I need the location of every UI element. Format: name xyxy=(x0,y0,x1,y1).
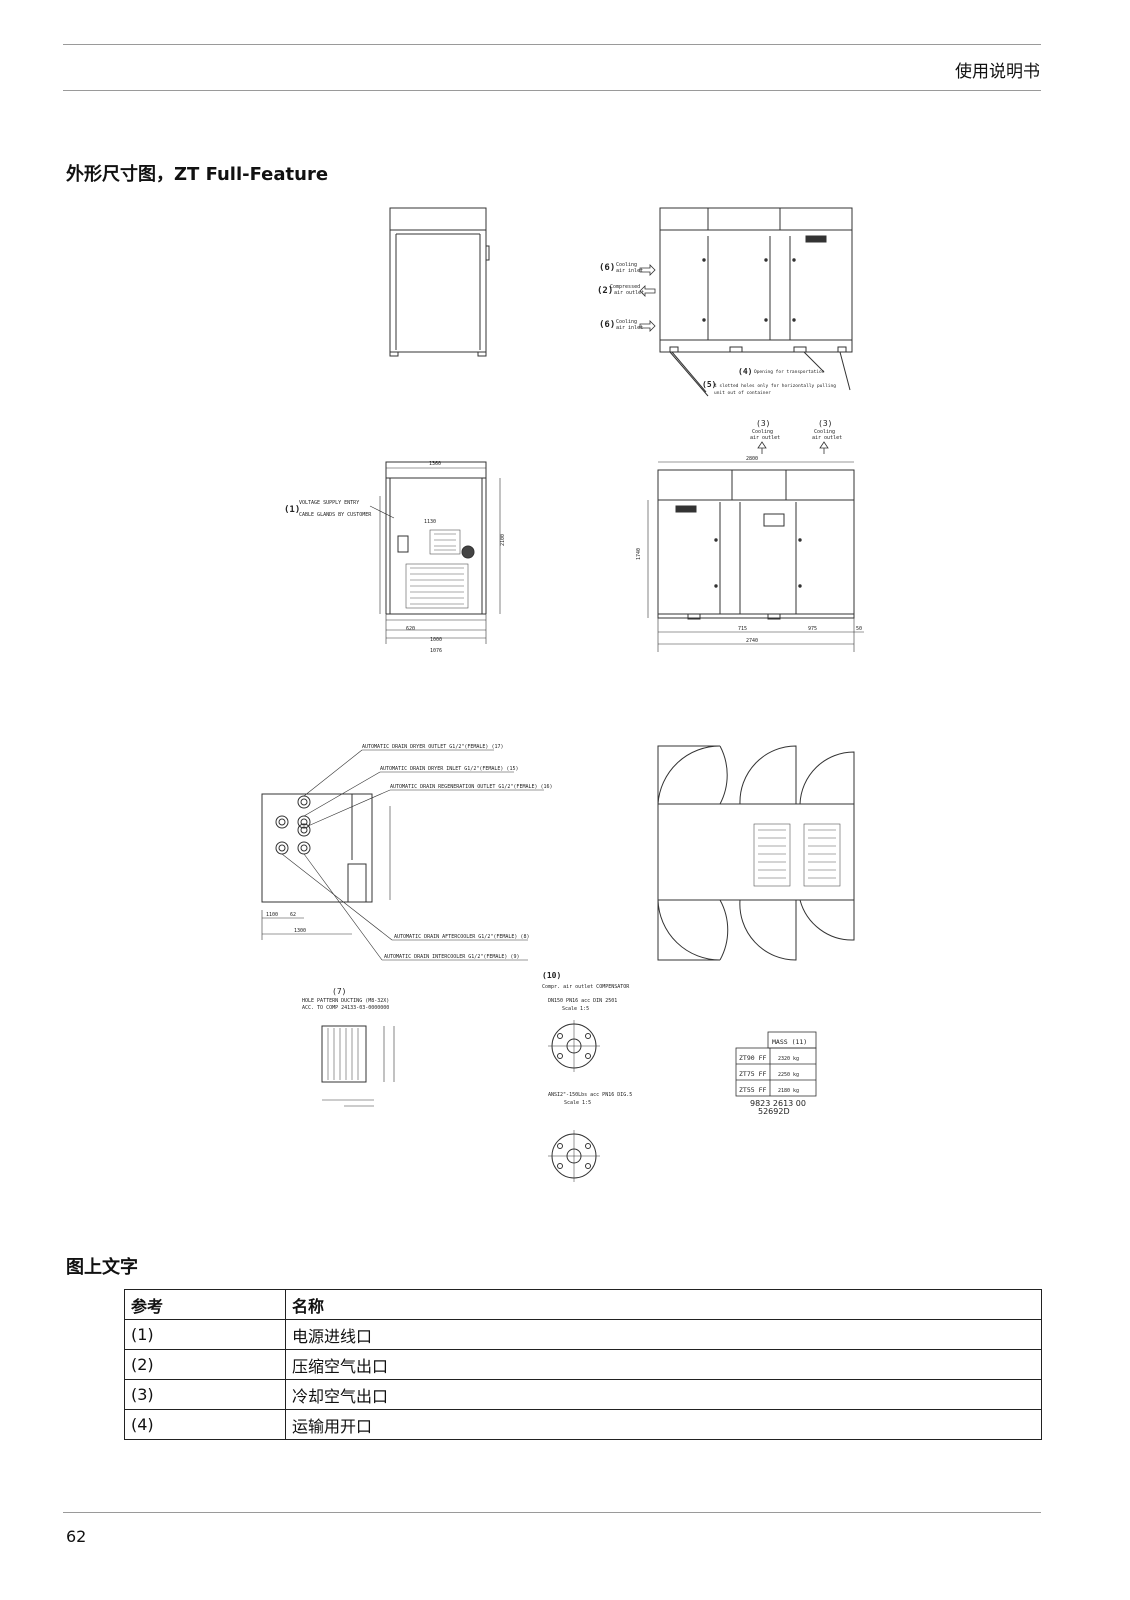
mass-value-1: 2320 kg xyxy=(778,1056,799,1062)
table-row: (3) 冷却空气出口 xyxy=(124,1379,1042,1410)
mass-header: MASS (11) xyxy=(772,1038,807,1046)
label-scale2: Scale 1:5 xyxy=(564,1100,591,1106)
drain-connections-view xyxy=(261,749,544,961)
legend-name: 电源进线口 xyxy=(285,1319,1042,1350)
ducting-hole-pattern xyxy=(321,1025,395,1107)
table-row: (2) 压缩空气出口 xyxy=(124,1349,1042,1380)
legend-ref: (3) xyxy=(124,1379,286,1410)
side-view xyxy=(389,207,490,357)
dimension-drawing: (6) Cooling air inlet (2) Compressed air… xyxy=(244,200,894,1210)
label-slotted2: unit out of container xyxy=(714,390,771,396)
label-cable: CABLE GLANDS BY CUSTOMER xyxy=(299,512,372,518)
dim-50: 50 xyxy=(856,626,862,632)
mass-model-2: ZT75 FF xyxy=(739,1070,766,1078)
label-5: (5) xyxy=(702,380,716,389)
compensator-flanges xyxy=(548,1020,600,1182)
legend-ref: (4) xyxy=(124,1409,286,1440)
dim-2800: 2800 xyxy=(746,456,758,462)
label-cooling-outlet-a2: air outlet xyxy=(750,435,780,441)
label-scale1: Scale 1:5 xyxy=(562,1006,589,1012)
label-6a: (6) xyxy=(599,263,615,273)
note-9: AUTOMATIC DRAIN INTERCOOLER G1/2"(FEMALE… xyxy=(384,954,519,960)
label-slotted: 4 slotted holes only for horizontally pu… xyxy=(714,383,836,389)
note-8: AUTOMATIC DRAIN AFTERCOOLER G1/2"(FEMALE… xyxy=(394,934,529,940)
legend-name: 运输用开口 xyxy=(285,1409,1042,1440)
legend-col-ref: 参考 xyxy=(124,1289,286,1320)
label-ansi: ANSI2"-150Lbs acc PN16 DIG.5 xyxy=(548,1092,632,1098)
legend-name: 压缩空气出口 xyxy=(285,1349,1042,1380)
dim-1130: 1130 xyxy=(424,519,436,525)
legend-col-name: 名称 xyxy=(285,1289,1042,1320)
table-row: (4) 运输用开口 xyxy=(124,1409,1042,1440)
header-bottom-rule xyxy=(63,90,1041,91)
figure-title: 外形尺寸图，ZT Full-Feature xyxy=(66,164,329,185)
door-swing-plan xyxy=(657,745,855,961)
dim-715: 715 xyxy=(738,626,747,632)
dim-1076: 1076 xyxy=(430,648,442,654)
document-title: 使用说明书 xyxy=(955,62,1040,82)
dim-2740: 2740 xyxy=(746,638,758,644)
dim-1300: 1300 xyxy=(294,928,306,934)
label-opening: Opening for transportation xyxy=(754,369,825,375)
label-compr: Compr. air outlet COMPENSATOR xyxy=(542,984,630,990)
mass-value-3: 2180 kg xyxy=(778,1088,799,1094)
mass-model-1: ZT90 FF xyxy=(739,1054,766,1062)
note-15: AUTOMATIC DRAIN DRYER INLET G1/2"(FEMALE… xyxy=(380,766,518,772)
label-cooling-inlet-b: Cooling xyxy=(616,319,637,325)
label-7: (7) xyxy=(332,987,346,996)
label-10: (10) xyxy=(542,971,561,980)
dim-1000: 1000 xyxy=(430,637,442,643)
drawing-number: 9823 2613 00 xyxy=(750,1099,806,1108)
legend-header-row: 参考 名称 xyxy=(124,1289,1042,1320)
label-cooling-outlet-b: Cooling xyxy=(814,429,835,435)
dim-975: 975 xyxy=(808,626,817,632)
mass-value-2: 2250 kg xyxy=(778,1072,799,1078)
drawing-revision: 52692D xyxy=(758,1107,790,1116)
label-cooling-outlet-a: Cooling xyxy=(752,429,773,435)
label-3a: (3) xyxy=(756,419,770,428)
page-number: 62 xyxy=(66,1527,87,1546)
label-hole: HOLE PATTERN DUCTING (M8-32X) xyxy=(302,998,389,1004)
label-3b: (3) xyxy=(818,419,832,428)
footer-rule xyxy=(63,1512,1041,1513)
mass-table xyxy=(735,1031,817,1097)
label-4: (4) xyxy=(738,367,752,376)
dim-1740: 1740 xyxy=(636,548,642,560)
legend-name: 冷却空气出口 xyxy=(285,1379,1042,1410)
dim-1100: 1100 xyxy=(266,912,278,918)
side-view-detail xyxy=(369,461,501,644)
legend-table: 参考 名称 (1) 电源进线口 (2) 压缩空气出口 (3) 冷却空气出口 (4… xyxy=(124,1289,1042,1440)
note-17: AUTOMATIC DRAIN DRYER OUTLET G1/2"(FEMAL… xyxy=(362,744,503,750)
dim-62: 62 xyxy=(290,912,296,918)
table-row: (1) 电源进线口 xyxy=(124,1319,1042,1350)
label-1: (1) xyxy=(284,505,300,515)
legend-title: 图上文字 xyxy=(66,1257,138,1278)
label-cooling-inlet-a: Cooling xyxy=(616,262,637,268)
front-view xyxy=(639,207,853,397)
legend-ref: (2) xyxy=(124,1349,286,1380)
dim-2100: 2100 xyxy=(500,534,506,546)
dim-620: 620 xyxy=(406,626,415,632)
label-dn: DN150 PN16 acc DIN 2501 xyxy=(548,998,617,1004)
label-cooling-outlet-b2: air outlet xyxy=(812,435,842,441)
label-cooling-inlet-b2: air inlet xyxy=(616,325,643,331)
note-16: AUTOMATIC DRAIN REGENERATION OUTLET G1/2… xyxy=(390,784,553,790)
label-compressed2: air outlet xyxy=(614,290,644,296)
label-2: (2) xyxy=(597,286,613,296)
header-top-rule xyxy=(63,44,1041,45)
label-6b: (6) xyxy=(599,320,615,330)
label-voltage: VOLTAGE SUPPLY ENTRY xyxy=(299,500,359,506)
label-hole2: ACC. TO COMP 24133-03-0000000 xyxy=(302,1005,389,1011)
label-cooling-inlet-a2: air inlet xyxy=(616,268,643,274)
legend-ref: (1) xyxy=(124,1319,286,1350)
dim-1360: 1360 xyxy=(429,461,441,467)
mass-model-3: ZT55 FF xyxy=(739,1086,766,1094)
rear-view xyxy=(647,441,864,652)
label-compressed: Compressed xyxy=(610,284,640,290)
